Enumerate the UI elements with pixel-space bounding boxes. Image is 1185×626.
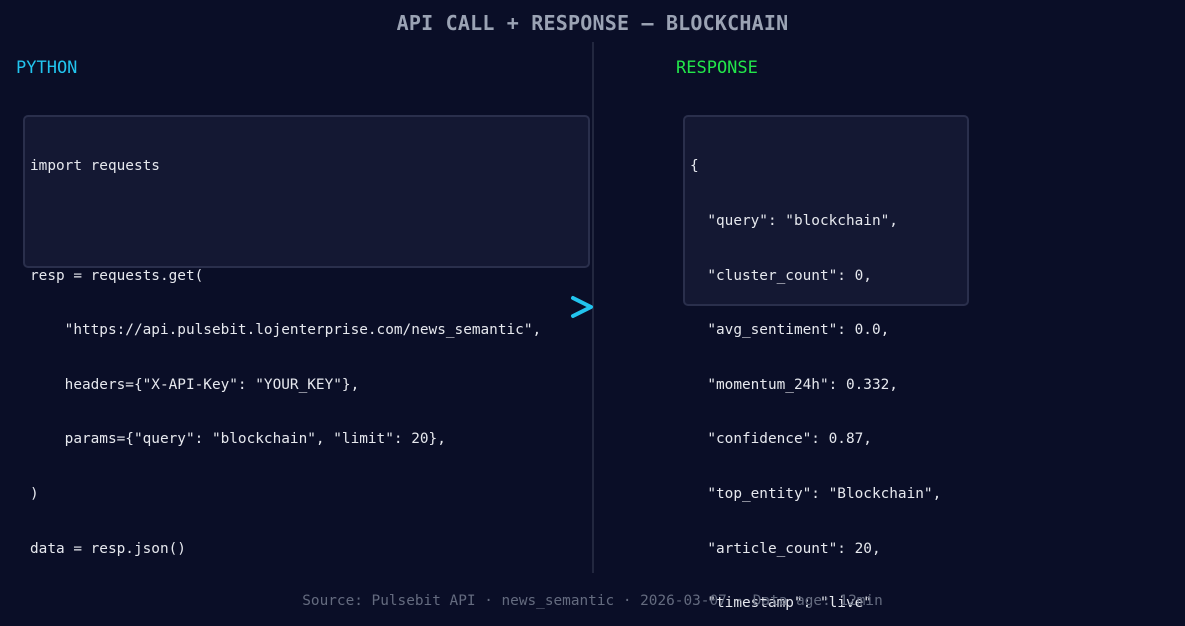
diagram-title: API CALL + RESPONSE — BLOCKCHAIN xyxy=(396,11,789,35)
python-code-block: import requests resp = requests.get( "ht… xyxy=(23,115,590,557)
json-line: "top_entity": "Blockchain", xyxy=(690,485,942,502)
code-line: data = resp.json() xyxy=(30,540,186,557)
python-label: PYTHON xyxy=(16,58,78,78)
response-label: RESPONSE xyxy=(676,58,758,78)
json-line: "momentum_24h": 0.332, xyxy=(690,376,898,393)
code-line xyxy=(30,212,583,230)
code-line: "https://api.pulsebit.lojenterprise.com/… xyxy=(30,322,542,339)
chevron-right-icon xyxy=(568,292,596,322)
panel-divider xyxy=(592,42,594,573)
code-line: resp = requests.get( xyxy=(30,267,204,284)
source-footer: Source: Pulsebit API · news_semantic · 2… xyxy=(302,593,883,609)
json-line: "article_count": 20, xyxy=(690,540,881,557)
code-line: import requests xyxy=(30,158,160,175)
json-line: "timestamp": "live" xyxy=(690,595,872,612)
code-line: params={"query": "blockchain", "limit": … xyxy=(30,431,446,448)
json-line: "avg_sentiment": 0.0, xyxy=(690,322,890,339)
json-line: "query": "blockchain", xyxy=(690,213,898,229)
code-line: ) xyxy=(30,485,39,502)
json-line: "confidence": 0.87, xyxy=(690,431,872,448)
code-line: headers={"X-API-Key": "YOUR_KEY"}, xyxy=(30,376,360,393)
json-line: "cluster_count": 0, xyxy=(690,267,872,284)
response-json-block: { "query": "blockchain", "cluster_count"… xyxy=(683,115,969,611)
json-line: { xyxy=(690,158,699,175)
